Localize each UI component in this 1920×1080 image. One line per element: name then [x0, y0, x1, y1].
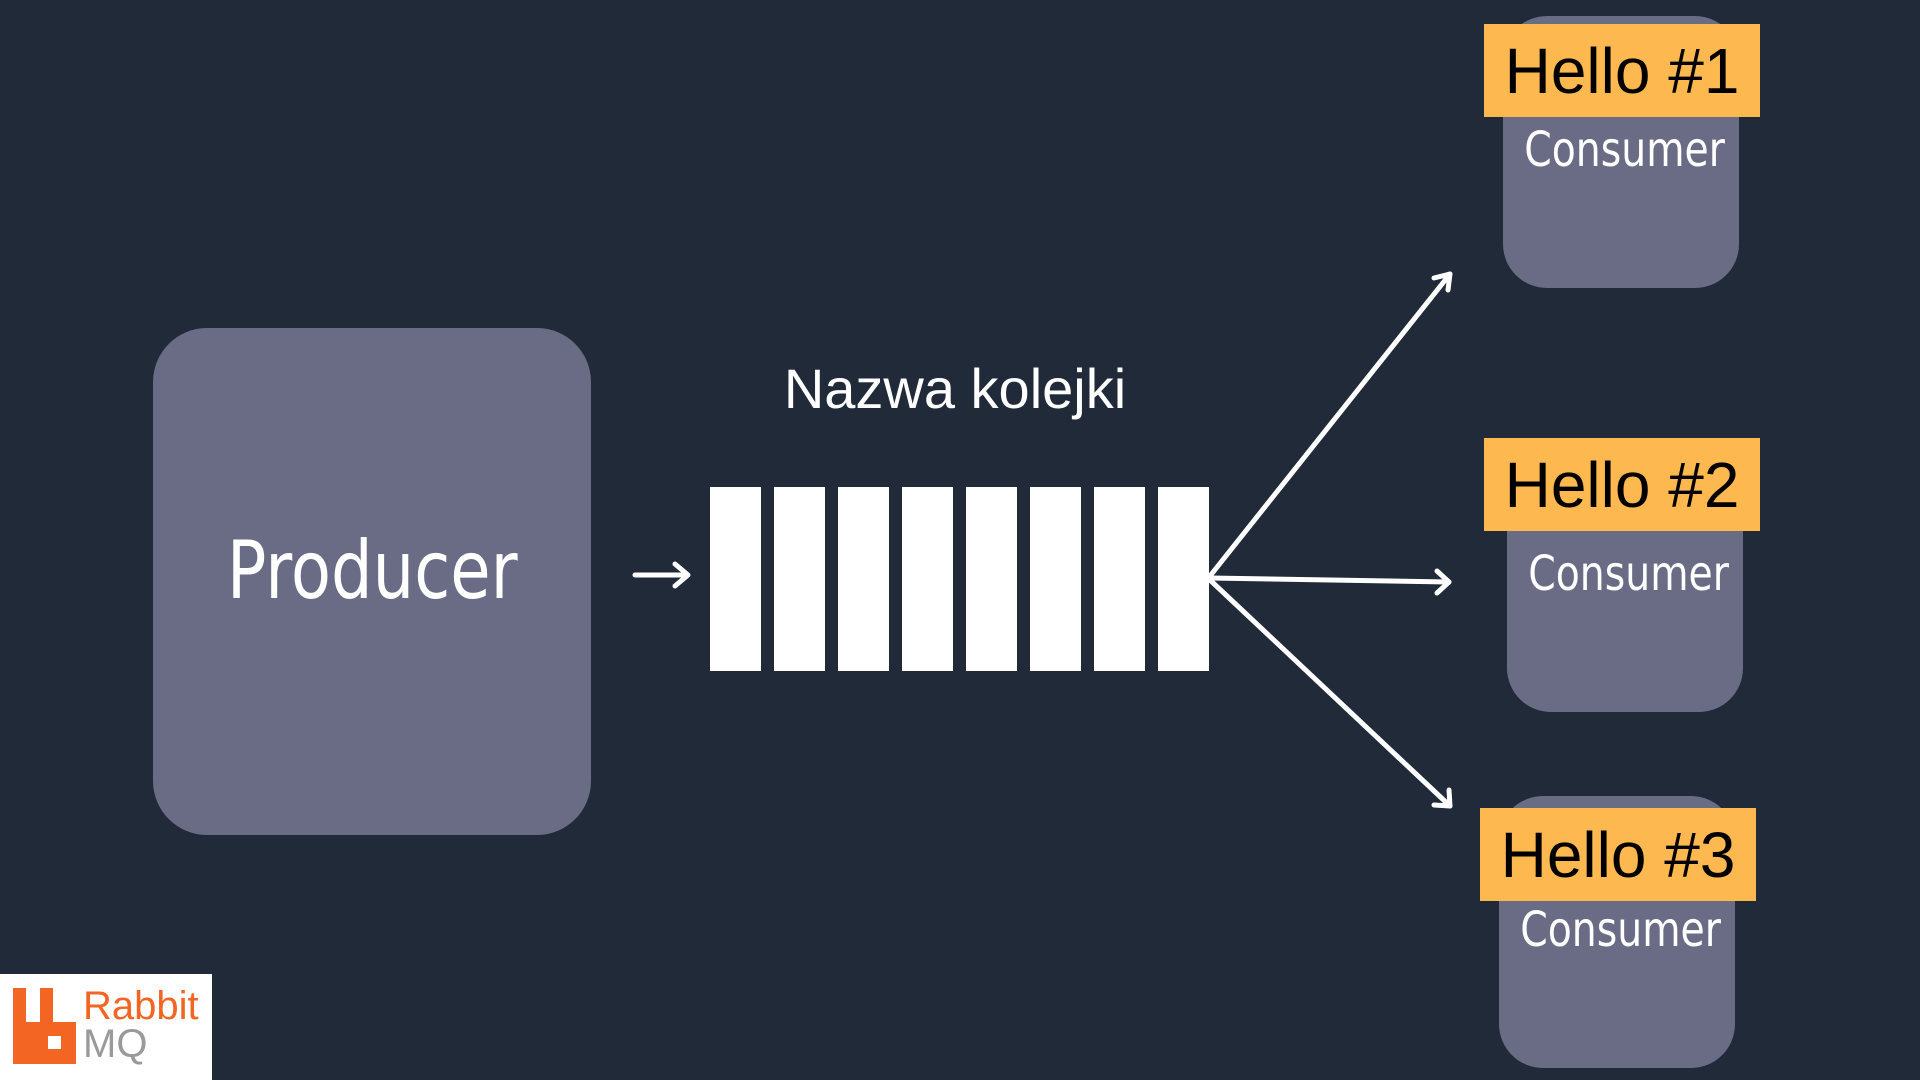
producer-label: Producer — [226, 524, 518, 617]
queue-name: Nazwa kolejki — [783, 357, 1127, 420]
producer-box: Producer — [153, 328, 591, 835]
message-tag-3: Hello #3 — [1480, 808, 1756, 901]
queue-slot — [902, 487, 953, 671]
producer-to-queue-arrowhead — [672, 561, 691, 589]
consumer-label-2: Consumer — [1528, 546, 1729, 602]
queue-to-consumer-1-arrowhead — [1431, 271, 1453, 293]
consumer-label-1: Consumer — [1524, 122, 1725, 178]
queue-slot — [774, 487, 825, 671]
message-tag-1-text: Hello #1 — [1504, 34, 1740, 107]
queue-slot — [1094, 487, 1145, 671]
message-tag-3-text: Hello #3 — [1500, 818, 1736, 891]
queue-slot — [1158, 487, 1209, 671]
queue-slot — [710, 487, 761, 671]
queue-slot — [838, 487, 889, 671]
queue-to-consumer-3-arrowhead — [1431, 787, 1453, 809]
queue-to-consumer-2-arrowhead — [1434, 568, 1452, 596]
queue-to-consumer-2-arrow — [1207, 575, 1452, 585]
rabbitmq-logo: Rabbit MQ — [0, 974, 212, 1080]
message-tag-2: Hello #2 — [1484, 438, 1760, 531]
message-tag-1: Hello #1 — [1484, 24, 1760, 117]
queue-slot — [1030, 487, 1081, 671]
rabbitmq-logo-icon — [13, 988, 76, 1064]
queue-to-consumer-1-arrow — [1207, 271, 1453, 579]
queue-to-consumer-3-arrow — [1207, 577, 1453, 809]
queue-slot — [966, 487, 1017, 671]
message-tag-2-text: Hello #2 — [1504, 448, 1740, 521]
logo-text-mq: MQ — [83, 1022, 148, 1066]
logo-text-rabbit: Rabbit — [83, 984, 199, 1028]
consumer-label-3: Consumer — [1520, 902, 1721, 958]
